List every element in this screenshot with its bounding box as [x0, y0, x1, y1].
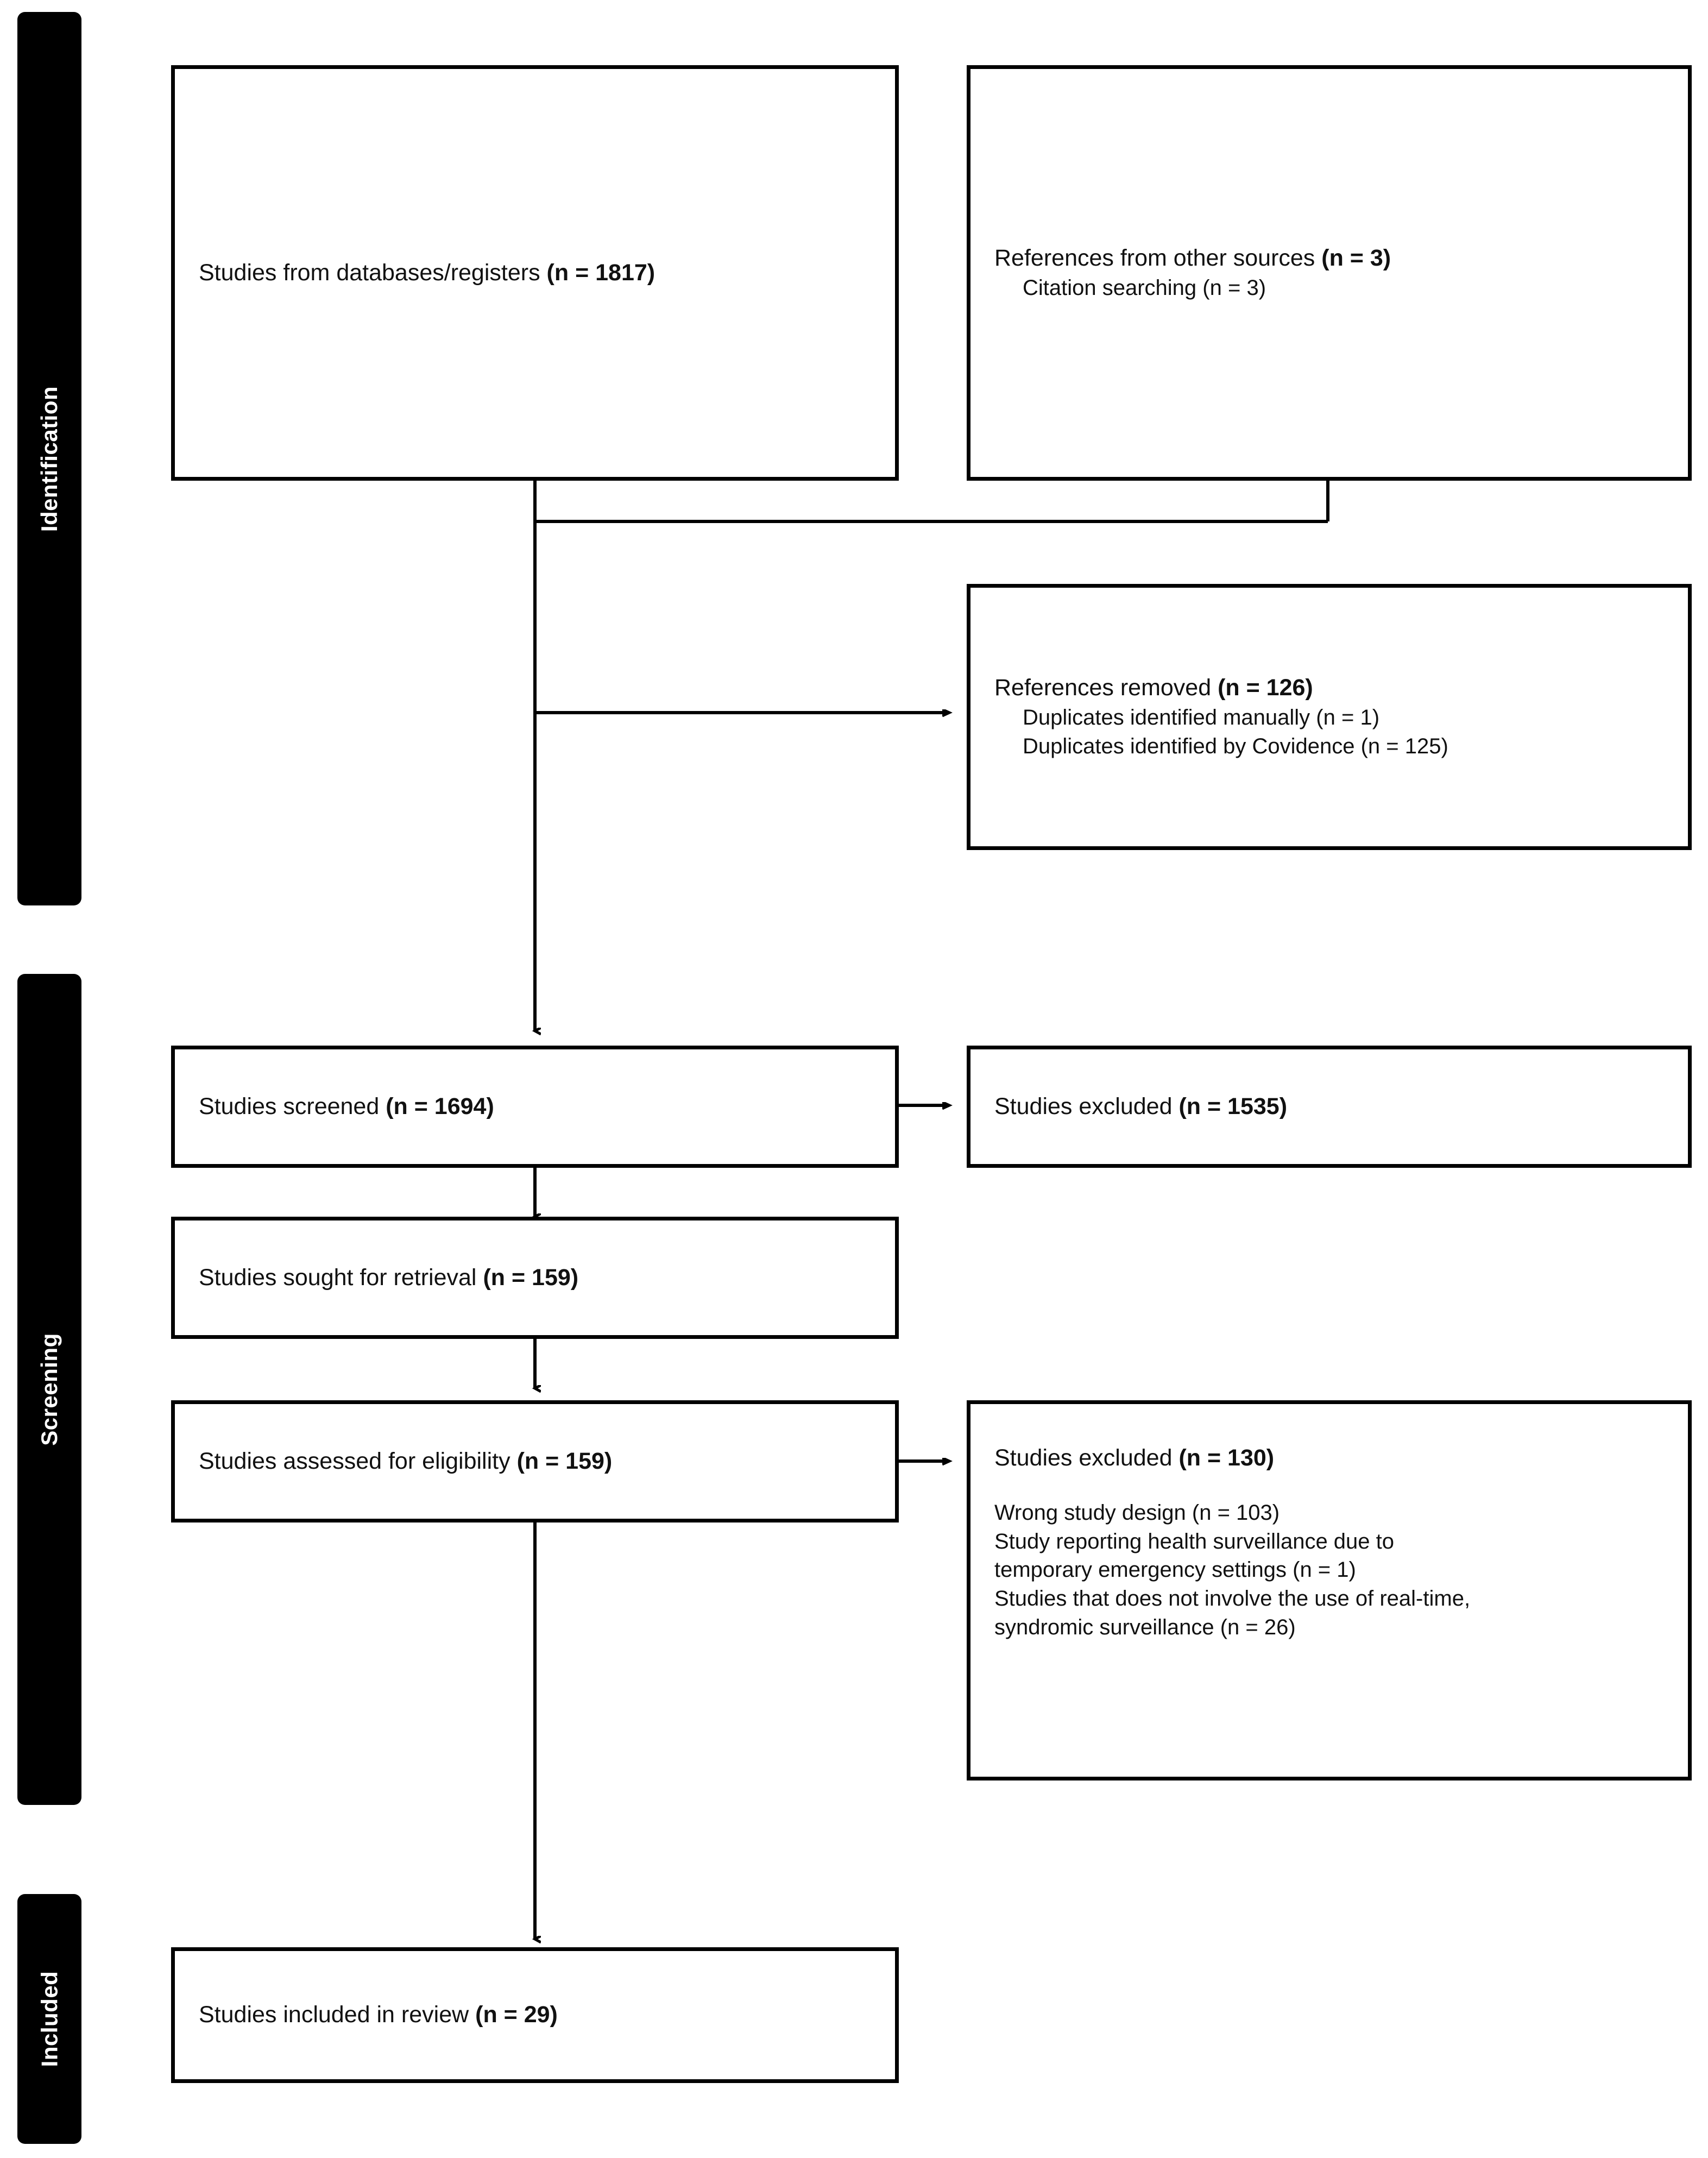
phase-band-included: Included [17, 1894, 81, 2144]
phase-label-screening: Screening [36, 1333, 62, 1446]
box-references-removed-title: References removed (n = 126) [994, 675, 1313, 701]
box-excluded-eligibility-title: Studies excluded (n = 130) [994, 1445, 1275, 1471]
phase-band-identification: Identification [17, 12, 81, 905]
box-excluded-screening-count: (n = 1535) [1178, 1093, 1288, 1119]
box-excluded-eligibility-reason-4: syndromic surveillance (n = 26) [994, 1615, 1296, 1640]
box-studies-screened: Studies screened (n = 1694) [171, 1046, 899, 1168]
box-references-removed-count: (n = 126) [1218, 675, 1313, 701]
box-references-removed-sub-0: Duplicates identified manually (n = 1) [1023, 706, 1380, 730]
box-references-removed-sub-1: Duplicates identified by Covidence (n = … [1023, 734, 1448, 758]
box-other-sources-count: (n = 3) [1321, 245, 1391, 272]
box-databases-count: (n = 1817) [546, 259, 656, 286]
box-studies-assessed-eligibility: Studies assessed for eligibility (n = 15… [171, 1400, 899, 1522]
box-references-removed: References removed (n = 126) Duplicates … [967, 584, 1692, 850]
box-excluded-eligibility-reason-0: Wrong study design (n = 103) [994, 1500, 1280, 1525]
box-sought-retrieval-title: Studies sought for retrieval (n = 159) [199, 1264, 579, 1291]
phase-label-identification: Identification [36, 386, 62, 532]
box-other-sources-title: References from other sources (n = 3) [994, 245, 1391, 272]
box-excluded-screening-title: Studies excluded (n = 1535) [994, 1093, 1288, 1119]
box-sought-retrieval-count: (n = 159) [483, 1264, 579, 1291]
box-excluded-eligibility-reason-1: Study reporting health surveillance due … [994, 1529, 1395, 1553]
box-screened-title: Studies screened (n = 1694) [199, 1093, 494, 1119]
box-screened-count: (n = 1694) [386, 1093, 494, 1119]
box-studies-sought-retrieval: Studies sought for retrieval (n = 159) [171, 1217, 899, 1339]
box-databases-title: Studies from databases/registers (n = 18… [199, 259, 656, 286]
phase-label-included: Included [36, 1971, 62, 2067]
box-excluded-eligibility-reason-2: temporary emergency settings (n = 1) [994, 1558, 1356, 1582]
box-assessed-eligibility-title: Studies assessed for eligibility (n = 15… [199, 1448, 613, 1474]
box-excluded-eligibility-reason-3: Studies that does not involve the use of… [994, 1587, 1471, 1611]
box-studies-excluded-eligibility: Studies excluded (n = 130) Wrong study d… [967, 1400, 1692, 1780]
box-excluded-eligibility-count: (n = 130) [1178, 1445, 1275, 1471]
box-assessed-eligibility-count: (n = 159) [516, 1448, 613, 1474]
phase-band-screening: Screening [17, 974, 81, 1805]
box-included-review-title: Studies included in review (n = 29) [199, 2002, 558, 2028]
box-other-sources-sub-0: Citation searching (n = 3) [1023, 276, 1266, 300]
connector-other-sources-elbow [535, 481, 1329, 523]
box-included-review-count: (n = 29) [475, 2002, 558, 2028]
box-studies-excluded-screening: Studies excluded (n = 1535) [967, 1046, 1692, 1168]
box-excluded-eligibility-spacer [994, 1474, 1673, 1499]
box-references-other-sources: References from other sources (n = 3) Ci… [967, 65, 1692, 481]
box-studies-from-databases: Studies from databases/registers (n = 18… [171, 65, 899, 481]
box-studies-included-review: Studies included in review (n = 29) [171, 1947, 899, 2083]
